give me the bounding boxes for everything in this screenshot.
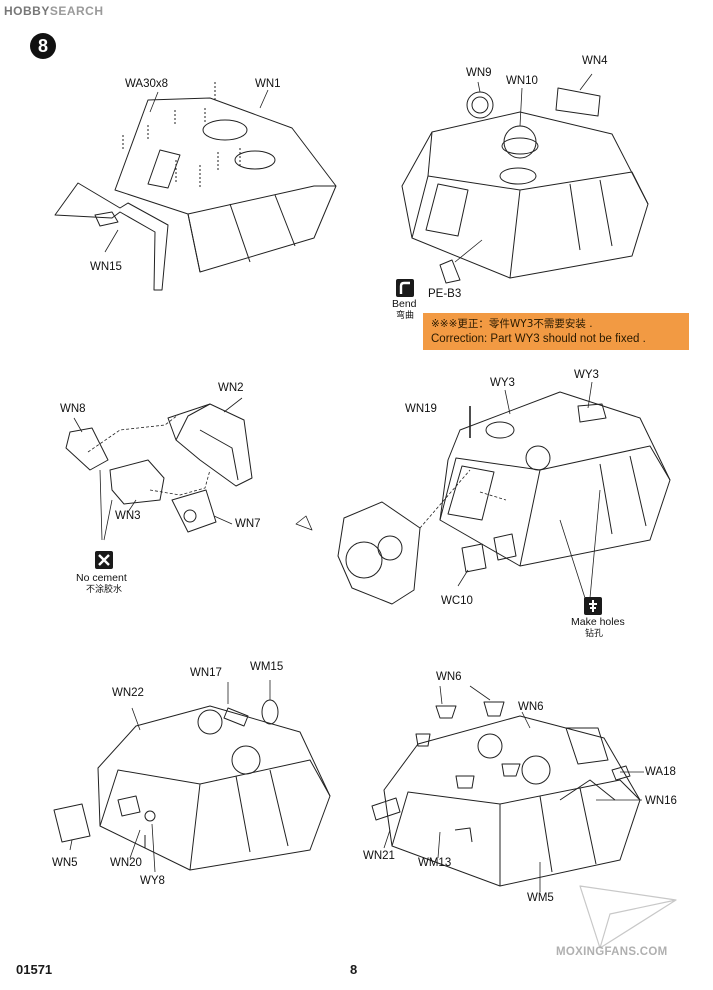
label-wn4: WN4: [582, 55, 608, 67]
bend-label-zh: 弯曲: [396, 311, 415, 321]
interior-assembly-diagram-c: [65, 397, 253, 541]
no-cement-icon: [95, 551, 113, 569]
turret-diagram-f: [371, 685, 644, 892]
label-wa18: WA18: [645, 766, 676, 778]
label-wn2: WN2: [218, 382, 244, 394]
make-holes-label: Make holes: [571, 616, 625, 628]
label-wn21: WN21: [363, 850, 395, 862]
watermark-word: SEARCH: [49, 4, 104, 18]
paper-plane-watermark-icon: [579, 885, 677, 949]
turret-diagram-d: [337, 381, 671, 605]
correction-note: ※※※更正：零件WY3不需要安装 . Correction: Part WY3 …: [423, 313, 689, 350]
label-wn10: WN10: [506, 75, 538, 87]
footer-product-code: 01571: [16, 962, 53, 977]
label-wy3-left: WY3: [490, 377, 515, 389]
label-wn8: WN8: [60, 403, 86, 415]
correction-text-en: Correction: Part WY3 should not be fixed…: [431, 333, 646, 345]
footer-page-number: 8: [350, 962, 358, 977]
correction-text-zh: ※※※更正：零件WY3不需要安装 .: [431, 318, 593, 330]
drill-icon: [584, 597, 602, 615]
label-wn5: WN5: [52, 857, 78, 869]
label-wm13: WM13: [418, 857, 452, 869]
label-wm15: WM15: [250, 661, 284, 673]
step-number-badge: 8: [30, 33, 56, 59]
label-wn7: WN7: [235, 518, 261, 530]
bend-icon: [396, 279, 414, 297]
label-wn15: WN15: [90, 261, 122, 273]
watermark-brand: HOBBY: [4, 4, 50, 18]
label-wn3: WN3: [115, 510, 141, 522]
bend-label: Bend: [392, 298, 417, 310]
no-cement-label: No cement: [76, 572, 127, 584]
label-wc10: WC10: [441, 595, 473, 607]
label-wm5: WM5: [527, 892, 554, 904]
label-wn1: WN1: [255, 78, 281, 90]
no-cement-label-zh: 不涂胶水: [86, 585, 123, 595]
label-wy3-right: WY3: [574, 369, 599, 381]
label-wa30x8: WA30x8: [125, 78, 169, 90]
label-pe-b3: PE-B3: [428, 288, 462, 300]
label-wy8: WY8: [140, 875, 165, 887]
label-wn9: WN9: [466, 67, 492, 79]
turret-roof-diagram-b: [401, 73, 649, 284]
label-wn16: WN16: [645, 795, 677, 807]
label-wn6-top: WN6: [436, 671, 462, 683]
label-wn19: WN19: [405, 403, 437, 415]
label-wn22: WN22: [112, 687, 144, 699]
watermark-moxingfans: MOXINGFANS.COM: [556, 946, 668, 958]
watermark-hobbysearch: HOBBYSEARCH: [4, 4, 104, 18]
label-wn6-mid: WN6: [518, 701, 544, 713]
turret-diagram-e: [53, 680, 331, 873]
make-holes-label-zh: 钻孔: [585, 629, 604, 639]
turret-roof-diagram-a: [54, 82, 337, 291]
label-wn17: WN17: [190, 667, 222, 679]
label-wn20: WN20: [110, 857, 142, 869]
